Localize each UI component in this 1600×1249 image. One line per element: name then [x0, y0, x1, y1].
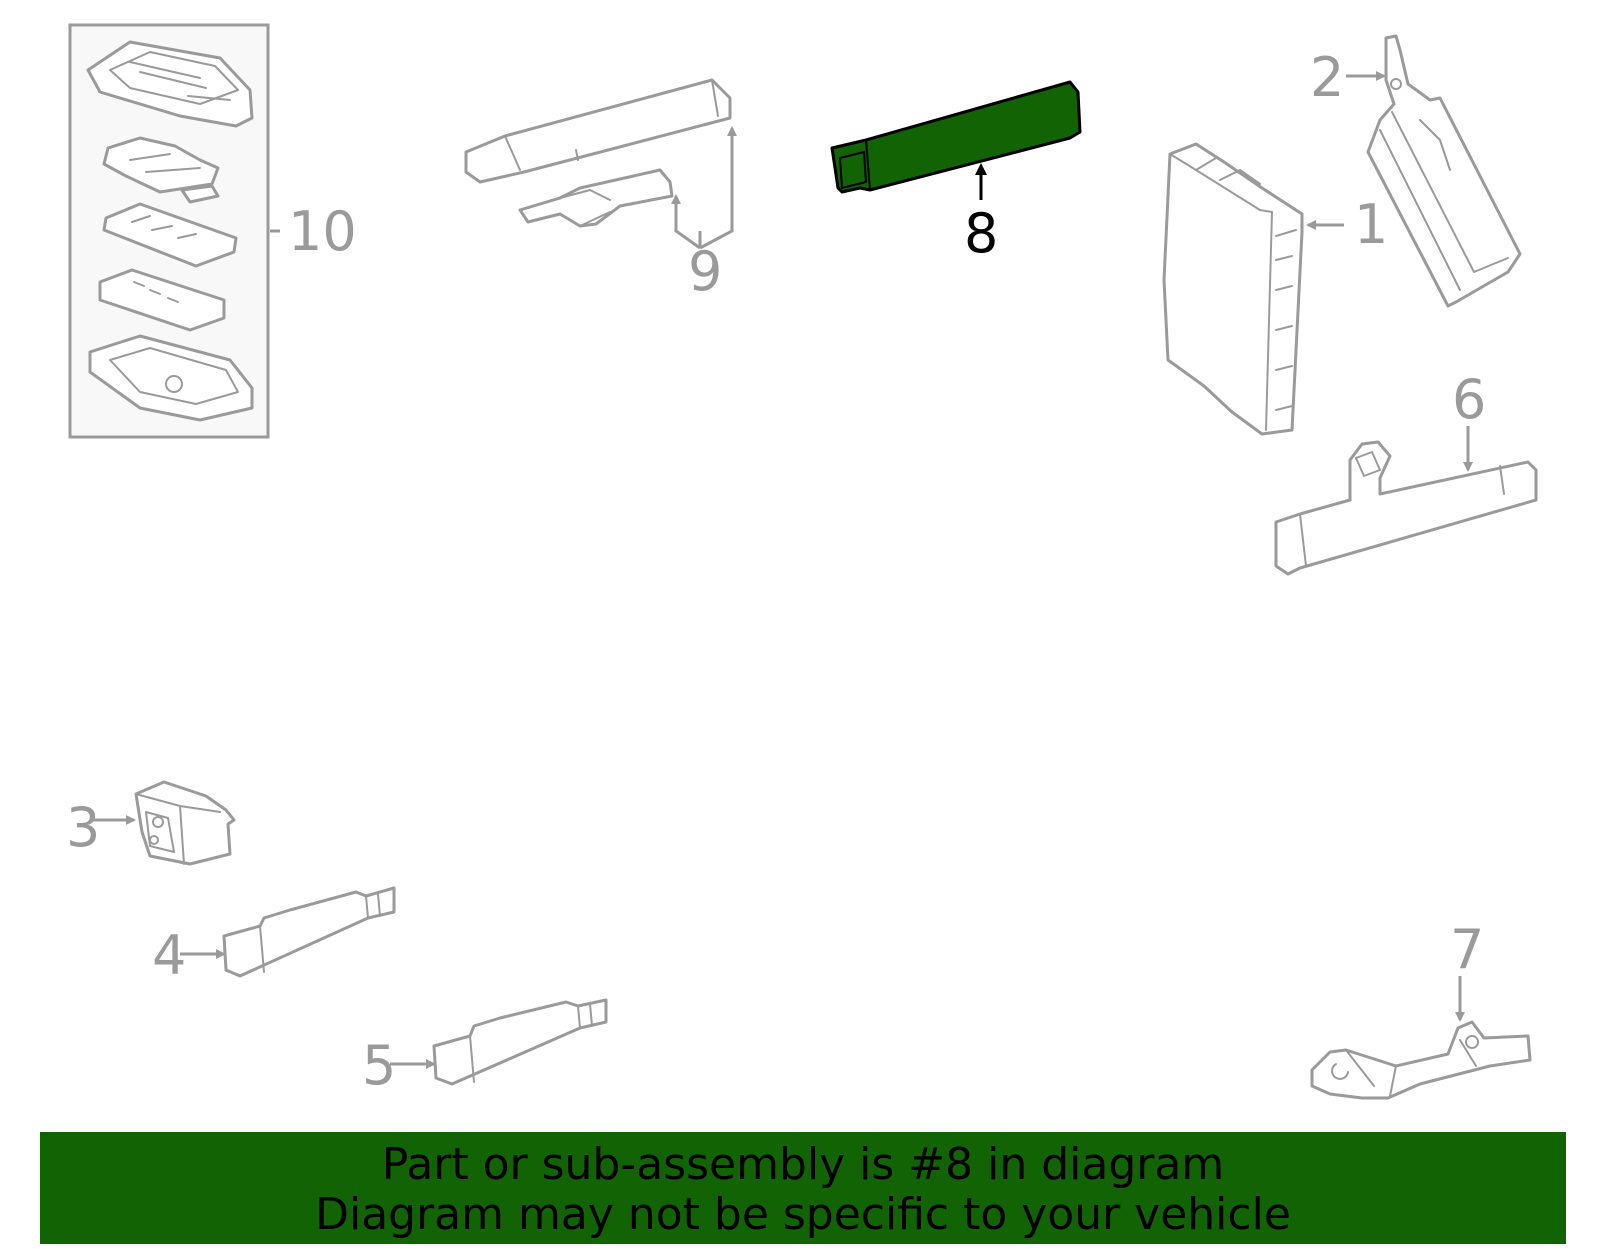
part-2-antenna-holder[interactable]: 2 [1310, 34, 1522, 308]
callout-4-label: 4 [152, 924, 186, 987]
callout-5-label: 5 [362, 1034, 396, 1097]
callout-9-label: 9 [688, 240, 722, 303]
callout-7-label: 7 [1450, 918, 1484, 981]
callout-3-label: 3 [66, 796, 100, 859]
part-1-control-module[interactable]: 1 [1162, 142, 1388, 436]
part-4-antenna[interactable]: 4 [152, 886, 396, 987]
part-3-sensor[interactable]: 3 [66, 780, 236, 866]
part-5-antenna[interactable]: 5 [362, 998, 608, 1097]
part-7-bracket[interactable]: 7 [1310, 918, 1532, 1100]
part-10-key-fob-kit[interactable]: 10 [68, 23, 357, 439]
part-9-sensor-bracket[interactable]: 9 [464, 78, 737, 303]
callout-6-label: 6 [1452, 368, 1486, 431]
part-6-antenna-bar[interactable]: 6 [1274, 368, 1538, 576]
banner-line-1: Part or sub-assembly is #8 in diagram [381, 1139, 1225, 1190]
callout-8-label: 8 [964, 202, 998, 265]
banner-line-2: Diagram may not be specific to your vehi… [315, 1189, 1291, 1240]
callout-1-label: 1 [1354, 193, 1388, 256]
callout-2-label: 2 [1310, 46, 1344, 109]
info-banner: Part or sub-assembly is #8 in diagram Di… [40, 1132, 1566, 1244]
callout-10-label: 10 [288, 200, 357, 263]
part-8-highlighted-module[interactable]: 8 [830, 80, 1082, 265]
